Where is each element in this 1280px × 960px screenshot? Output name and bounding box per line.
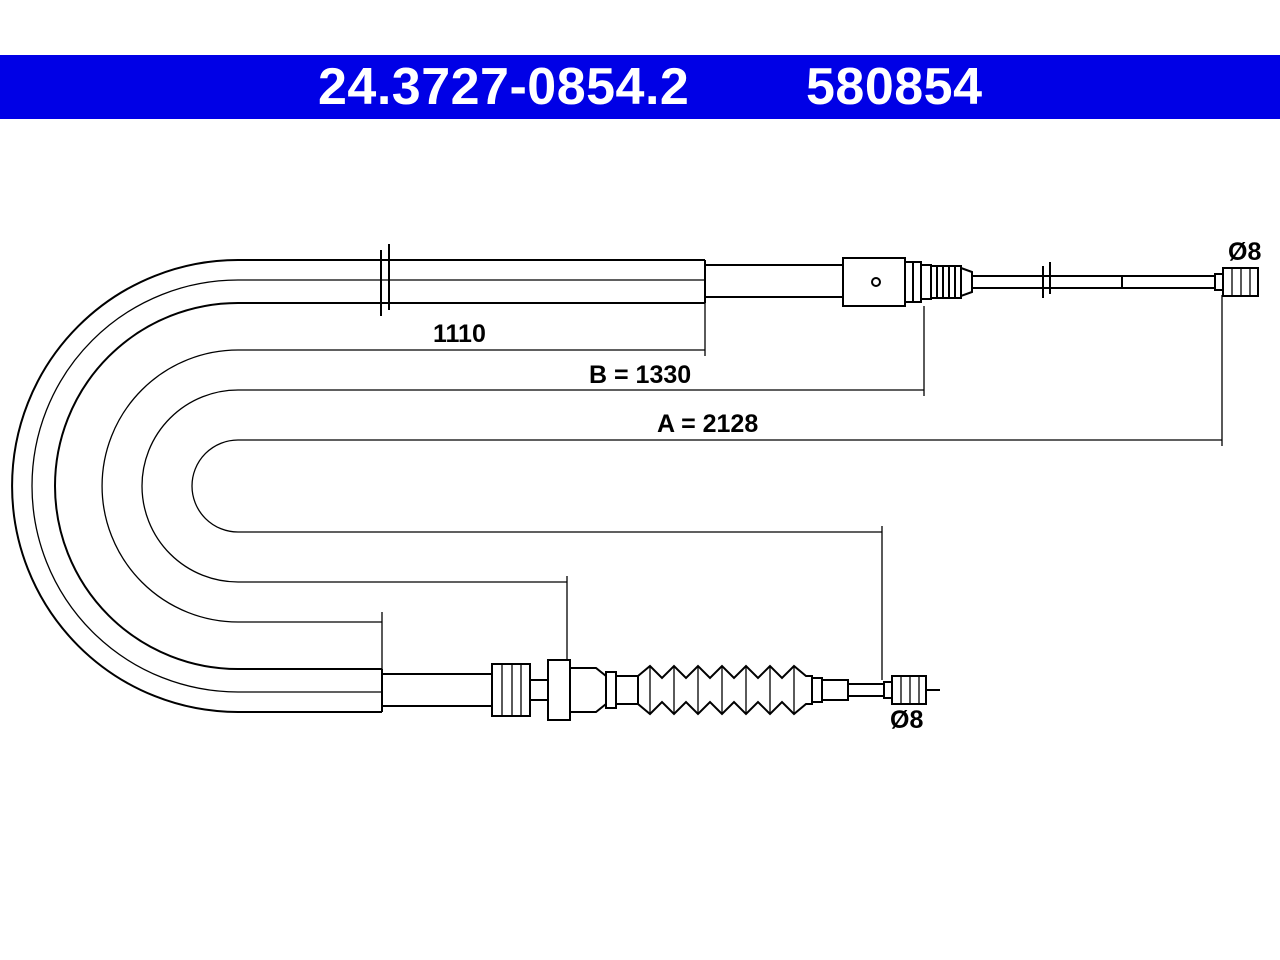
break-mark [380, 244, 390, 316]
diameter-label-bottom: Ø8 [890, 706, 923, 734]
dimension-lines [101, 295, 1223, 680]
diameter-label-top: Ø8 [1228, 238, 1261, 266]
bottom-end-fitting [381, 659, 940, 721]
top-end-fitting [704, 257, 1259, 307]
dimension-label-1110: 1110 [433, 320, 486, 348]
part-number: 24.3727-0854.2 [318, 58, 690, 116]
alt-number: 580854 [806, 58, 983, 116]
dimension-label-b: B = 1330 [589, 361, 691, 389]
cable-sheath [11, 259, 706, 713]
dimension-label-a: A = 2128 [657, 410, 758, 438]
header-bar: 24.3727-0854.2 580854 [0, 55, 1280, 119]
